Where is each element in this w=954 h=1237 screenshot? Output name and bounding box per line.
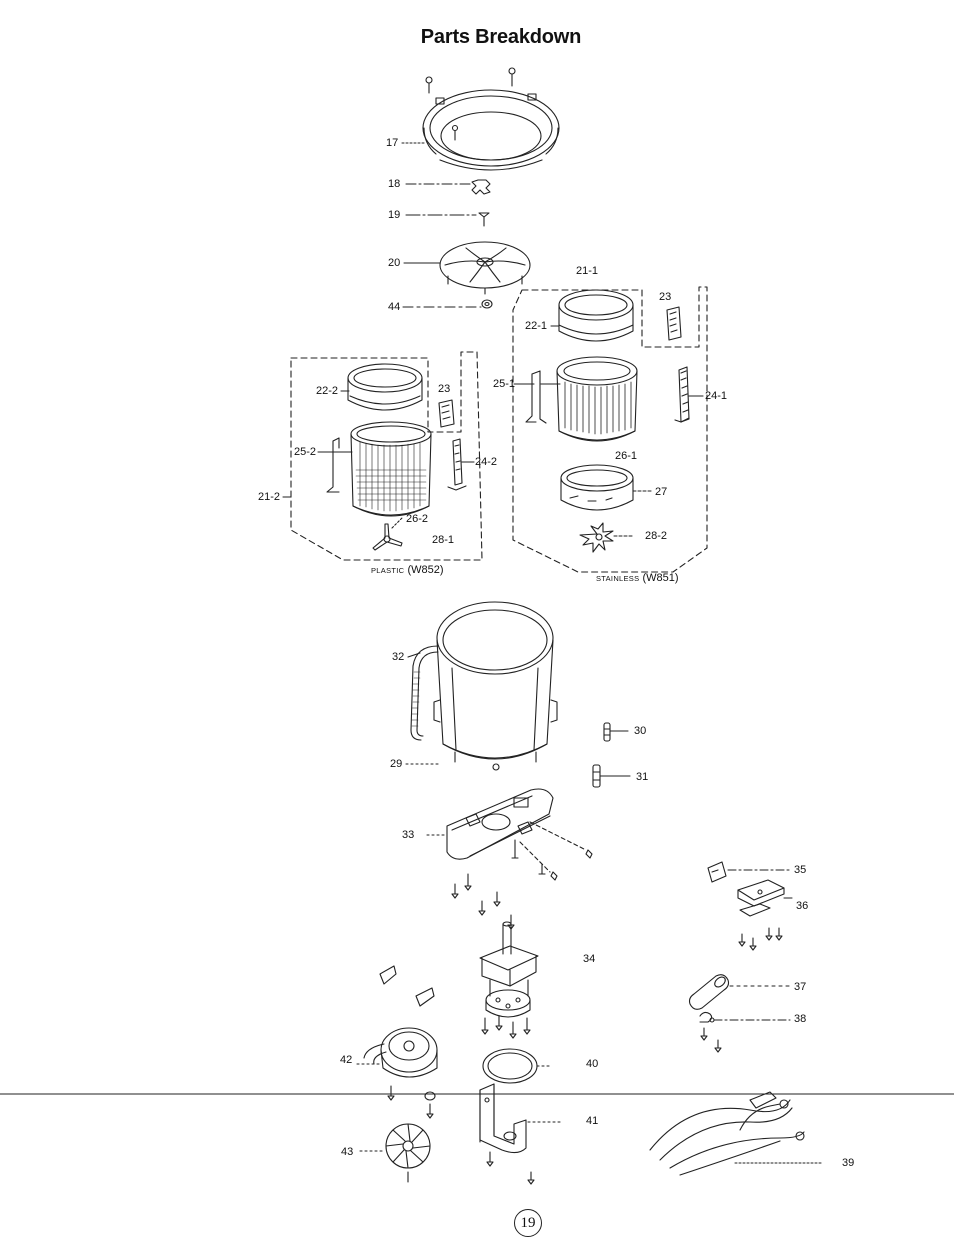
label-part-23-plastic: 23 [438, 383, 451, 395]
label-part-43: 43 [341, 1146, 354, 1158]
stainless-group-outline-part-21-1 [512, 286, 708, 573]
label-part-42: 42 [340, 1054, 353, 1066]
label-part-28-1: 28-1 [432, 534, 455, 546]
baffle-part-23-plastic [438, 399, 455, 428]
label-part-33: 33 [402, 829, 415, 841]
label-part-37: 37 [794, 981, 807, 993]
hose-part-32 [410, 645, 439, 741]
part-31 [592, 764, 601, 788]
capacitor-part-37 [688, 974, 730, 1010]
stainless-basket-part-26-1 [556, 356, 638, 442]
label-part-24-1: 24-1 [705, 390, 728, 402]
pulsator-part-20 [439, 241, 531, 295]
impeller-part-43 [385, 1123, 431, 1183]
flange-part-28-2 [579, 522, 614, 553]
label-part-41: 41 [586, 1115, 599, 1127]
bracket-part-25-2 [326, 437, 340, 493]
page-title: Parts Breakdown [420, 26, 582, 48]
balancer-ring-part-22-2 [347, 363, 423, 411]
tub-cover-part-17 [422, 89, 560, 171]
label-part-31: 31 [636, 771, 649, 783]
pad-left [379, 965, 397, 985]
clutch-part-34 [479, 921, 539, 1018]
baffle-part-23-stainless [666, 306, 682, 341]
label-part-38: 38 [794, 1013, 807, 1025]
bracket-part-25-1 [525, 370, 547, 424]
label-part-35: 35 [794, 864, 807, 876]
wire-harness-part-39 [649, 1091, 805, 1176]
outer-tub-part-29 [433, 601, 558, 771]
label-part-26-2: 26-2 [406, 513, 429, 525]
switch-bracket-part-36 [737, 879, 785, 917]
part-30 [603, 722, 611, 742]
label-part-21-1: 21-1 [576, 265, 599, 277]
label-part-22-1: 22-1 [525, 320, 548, 332]
label-part-23-stainless: 23 [659, 291, 672, 303]
label-part-40: 40 [586, 1058, 599, 1070]
plastic-basket-part-26-2 [350, 421, 432, 517]
label-part-20: 20 [388, 257, 401, 269]
label-part-19: 19 [388, 209, 401, 221]
screw-part-19 [478, 212, 490, 227]
stainless-caption-model: (W851) [642, 572, 679, 584]
stainless-group-caption: STAINLESS (W851) [596, 572, 679, 584]
label-part-30: 30 [634, 725, 647, 737]
label-part-24-2: 24-2 [475, 456, 498, 468]
label-part-27: 27 [655, 486, 668, 498]
hose-pattern [411, 671, 421, 727]
base-plate-hardware [511, 821, 593, 881]
cap-part-44 [481, 299, 493, 309]
ring-part-27 [560, 464, 634, 511]
plastic-group-caption: PLASTIC (W852) [371, 564, 444, 576]
flange-part-28-1 [372, 523, 403, 551]
plastic-basket-grid [355, 441, 427, 512]
switch-part-35 [707, 861, 727, 883]
label-part-44: 44 [388, 301, 401, 313]
lid-screw-right [508, 67, 516, 87]
label-part-29: 29 [390, 758, 403, 770]
plastic-caption-prefix: PLASTIC [371, 566, 405, 575]
label-part-28-2: 28-2 [645, 530, 668, 542]
clip-part-18 [471, 179, 491, 195]
stainless-basket-ribs [564, 381, 632, 435]
belt-part-40 [482, 1048, 538, 1084]
label-part-21-2: 21-2 [258, 491, 281, 503]
clamp-part-38 [699, 1011, 722, 1053]
bracket-part-24-1 [674, 366, 690, 423]
base-plate-part-33 [446, 788, 554, 860]
plastic-group-outline-part-21-2 [290, 351, 483, 561]
motor-hardware [387, 1085, 436, 1119]
bracket-screws [486, 1151, 535, 1185]
clutch-screws [481, 1015, 531, 1039]
screws-group [451, 873, 515, 930]
label-part-32: 32 [392, 651, 405, 663]
stainless-caption-prefix: STAINLESS [596, 574, 640, 583]
lid-screw-left [425, 76, 433, 94]
pad-right [415, 987, 435, 1007]
bracket-part-41 [479, 1083, 527, 1154]
label-part-25-1: 25-1 [493, 378, 516, 390]
label-part-39: 39 [842, 1157, 855, 1169]
label-part-25-2: 25-2 [294, 446, 317, 458]
label-part-17: 17 [386, 137, 399, 149]
drain-motor-part-42 [363, 1027, 438, 1078]
label-part-18: 18 [388, 178, 401, 190]
label-part-26-1: 26-1 [615, 450, 638, 462]
plastic-caption-model: (W852) [407, 564, 444, 576]
switch-screws [738, 927, 783, 951]
balancer-ring-part-22-1 [558, 289, 634, 342]
page-number: 19 [514, 1209, 542, 1237]
bracket-part-24-2 [447, 438, 467, 491]
label-part-34: 34 [583, 953, 596, 965]
label-part-36: 36 [796, 900, 809, 912]
label-part-22-2: 22-2 [316, 385, 339, 397]
